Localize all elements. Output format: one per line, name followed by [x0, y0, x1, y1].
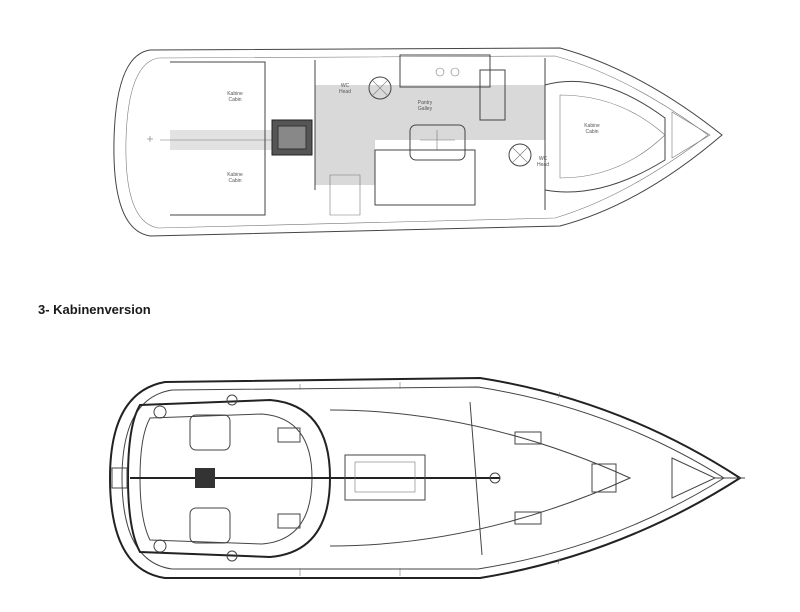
- aft-cabin-stbd-label-en: Cabin: [228, 178, 241, 184]
- cockpit: [126, 398, 332, 559]
- wc-fwd-label-en: Head: [537, 162, 549, 168]
- interior-hull-outline: [113, 47, 723, 237]
- companionway: [344, 454, 426, 501]
- wc-aft-label-en: Head: [339, 89, 351, 95]
- forward-hatch: [591, 463, 617, 493]
- aft-head-toilet: [368, 76, 392, 100]
- interior-layout-plan: Kabine Cabin Kabine Cabin WC Head Pantry…: [113, 47, 723, 237]
- salon-floor: [315, 85, 545, 185]
- wc-fwd-label: WC: [539, 156, 548, 162]
- deck-hull-outline: [108, 376, 742, 579]
- aft-cabin-stbd-label: Kabine: [227, 172, 243, 178]
- fwd-cabin-label-en: Cabin: [585, 129, 598, 135]
- pantry-label: Pantry: [418, 100, 433, 106]
- salon-table: [409, 124, 466, 161]
- aft-cabin-port-label: Kabine: [227, 91, 243, 97]
- pantry-label-en: Galley: [418, 106, 433, 112]
- wc-aft-label: WC: [341, 83, 350, 89]
- deck-plan: [108, 376, 745, 579]
- fwd-head-toilet: [508, 143, 532, 167]
- aft-cabin-port-label-en: Cabin: [228, 97, 241, 103]
- fwd-cabin-label: Kabine: [584, 123, 600, 129]
- layout-caption: 3- Kabinenversion: [38, 302, 151, 317]
